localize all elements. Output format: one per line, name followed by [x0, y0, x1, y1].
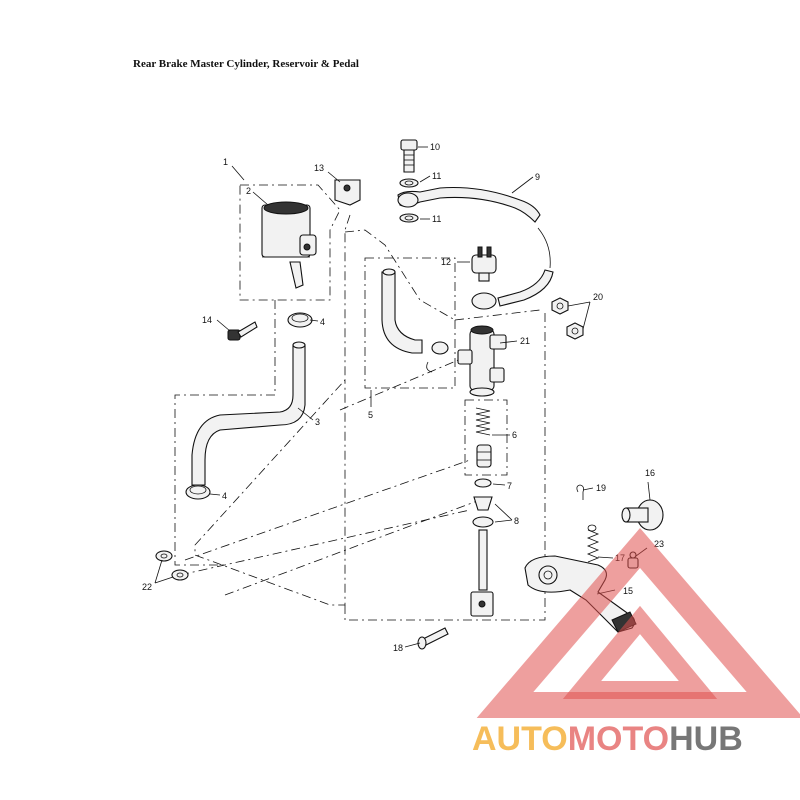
o-ring [474, 478, 492, 488]
hose-clamp-lower [185, 484, 211, 500]
callout-23: 23 [654, 539, 664, 549]
watermark-text: AUTOMOTOHUB [472, 720, 743, 758]
callout-3: 3 [315, 417, 320, 427]
callout-12: 12 [441, 257, 451, 267]
piston-spring-kit [475, 407, 492, 468]
callout-15: 15 [623, 586, 633, 596]
brake-light-switch [471, 246, 497, 282]
callout-labels: 1 2 3 4 4 5 6 7 8 9 10 11 11 12 13 14 15… [142, 142, 664, 653]
callout-11-lower: 11 [432, 214, 441, 224]
dust-boot [472, 496, 494, 528]
clevis-pin [417, 627, 449, 650]
watermark-hub: HUB [669, 720, 743, 758]
callout-19: 19 [596, 483, 606, 493]
callout-18: 18 [393, 643, 403, 653]
watermark: AUTOMOTOHUB [472, 528, 800, 758]
mounting-bracket [334, 179, 361, 206]
master-cylinder-body [457, 325, 507, 397]
assembly-outline-spring-kit [464, 399, 508, 476]
callout-10: 10 [430, 142, 440, 152]
washer-22-upper [155, 550, 173, 562]
pedal-pivot-bolt [621, 499, 664, 531]
callout-11-upper: 11 [432, 171, 441, 181]
callout-4-lower: 4 [222, 491, 227, 501]
banjo-bolt [400, 139, 418, 173]
hose-clamp-upper [287, 312, 313, 328]
callout-20: 20 [593, 292, 603, 302]
nut-upper [551, 297, 569, 315]
reservoir [261, 201, 317, 289]
cotter-pin [576, 484, 584, 500]
assembly-outline-main [179, 214, 546, 621]
callout-7: 7 [507, 481, 512, 491]
return-spring [586, 524, 600, 563]
diagram-title: Rear Brake Master Cylinder, Reservoir & … [133, 58, 359, 70]
elbow-fitting [381, 268, 449, 373]
watermark-auto: AUTO [472, 720, 568, 758]
nut-lower [566, 322, 584, 340]
washer-22-lower [171, 569, 189, 581]
leader-lines [154, 146, 651, 648]
callout-6: 6 [512, 430, 517, 440]
watermark-logo-triangle [476, 528, 800, 718]
callout-2: 2 [246, 186, 251, 196]
assembly-outline-hose [174, 300, 276, 566]
callout-16: 16 [645, 468, 655, 478]
brake-pedal [524, 555, 637, 633]
callout-4-upper: 4 [320, 317, 325, 327]
assembly-outline-reservoir [239, 184, 341, 301]
sealing-washer-lower [399, 213, 419, 223]
callout-14: 14 [202, 315, 212, 325]
sealing-washer-upper [399, 178, 419, 188]
brake-line [397, 186, 554, 310]
callout-5: 5 [368, 410, 373, 420]
callout-21: 21 [520, 336, 530, 346]
watermark-moto: MOTO [568, 720, 669, 758]
callout-13: 13 [314, 163, 324, 173]
callout-1: 1 [223, 157, 228, 167]
assembly-outline-fittings [364, 257, 456, 389]
bolt-14 [227, 321, 258, 341]
callout-8: 8 [514, 516, 519, 526]
callout-22: 22 [142, 582, 152, 592]
pushrod-clevis [470, 529, 494, 617]
callout-9: 9 [535, 172, 540, 182]
reservoir-hose [191, 341, 306, 486]
